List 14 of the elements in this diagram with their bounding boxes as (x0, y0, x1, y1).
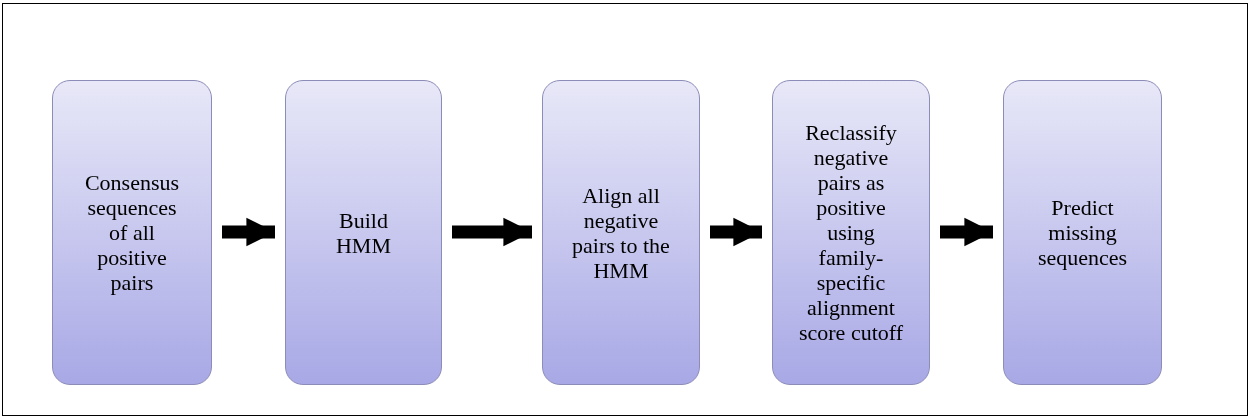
process-box (542, 80, 700, 385)
arrow (940, 217, 993, 247)
arrow (710, 217, 762, 247)
step-text: Predict missing sequences (1036, 195, 1129, 270)
step-text: Align all negative pairs to the HMM (571, 182, 671, 283)
process-box (52, 80, 212, 385)
arrow (452, 217, 532, 247)
step-text: Consensus sequences of all positive pairs (83, 170, 181, 295)
process-box (285, 80, 442, 385)
process-box (772, 80, 930, 385)
arrow (222, 217, 275, 247)
step-text: Build HMM (335, 207, 392, 258)
step-text: Reclassify negative pairs as positive using family-specific alignment score cutoff (797, 120, 905, 345)
process-box (1003, 80, 1162, 385)
